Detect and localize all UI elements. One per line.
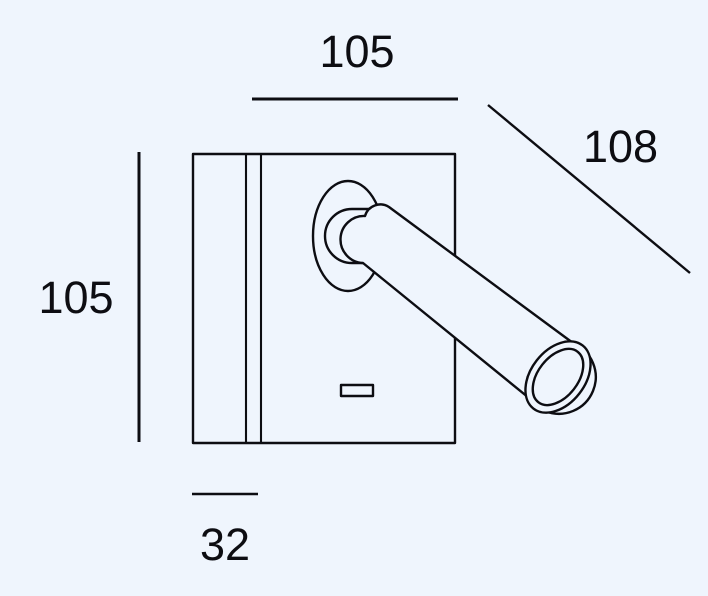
- diagonal-dimension-line: [487, 104, 691, 274]
- lens-ring-outer: [524, 340, 592, 414]
- cylindrical-arm: [339, 203, 597, 415]
- dimension-bottom-depth: 32: [192, 492, 258, 570]
- lens-ring-inner: [531, 347, 585, 407]
- left-dimension-label: 105: [38, 272, 113, 323]
- dimension-top-width: 105: [252, 26, 458, 101]
- arm-group: [339, 203, 597, 415]
- bottom-dimension-label: 32: [200, 519, 250, 570]
- diagonal-dimension-label: 108: [583, 121, 658, 172]
- switch-slot: [339, 383, 375, 398]
- top-dimension-label: 105: [319, 26, 394, 77]
- dimension-left-height: 105: [38, 152, 141, 442]
- dimension-diagonal-projection: 108: [487, 104, 691, 274]
